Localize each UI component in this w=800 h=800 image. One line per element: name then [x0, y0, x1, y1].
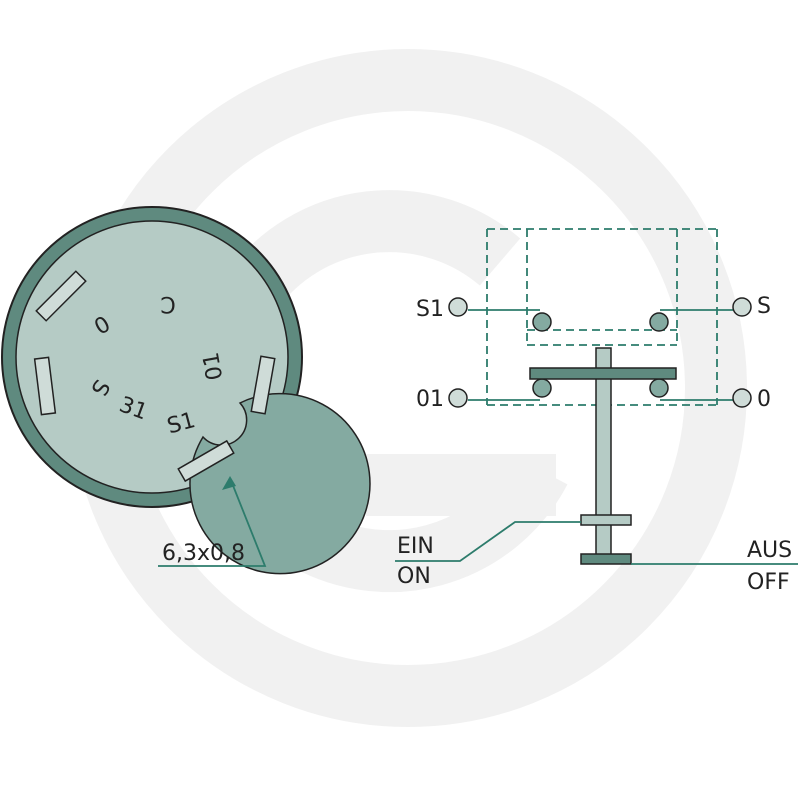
- terminal-label-01: 01: [199, 350, 228, 382]
- label-off: OFF: [747, 570, 790, 595]
- contact-upper-right: [649, 312, 669, 332]
- dimension-leader-line: [158, 477, 267, 567]
- ein-on-leader: [395, 521, 581, 562]
- switch-housing-outline: [486, 228, 718, 406]
- label-s1: S1: [416, 297, 444, 322]
- dimension-callout: 6,3x0,8: [158, 476, 267, 567]
- terminal-wires: [468, 309, 742, 401]
- dimension-arrow: [222, 476, 236, 490]
- contact-upper-left: [532, 312, 552, 332]
- dimension-label: 6,3x0,8: [162, 541, 245, 566]
- contact-lower-right: [649, 378, 669, 398]
- blade-terminal-left: [33, 356, 57, 416]
- label-aus: AUS: [747, 538, 792, 563]
- contact-bridge: [529, 367, 677, 380]
- connector-face: 0 C 01 S 31 S1: [1, 206, 371, 575]
- terminal-s1: [448, 297, 468, 317]
- contact-lower-left: [532, 378, 552, 398]
- terminal-01: [448, 388, 468, 408]
- terminal-s: [732, 297, 752, 317]
- label-0: 0: [757, 387, 771, 412]
- plunger-collar: [580, 514, 632, 526]
- terminal-label-c: C: [160, 291, 175, 316]
- terminal-0: [732, 388, 752, 408]
- switch-schematic: S1 01 S 0 EIN ON AUS OFF: [395, 228, 798, 595]
- label-ein: EIN: [397, 534, 434, 559]
- label-01: 01: [416, 387, 444, 412]
- plunger-base: [580, 553, 632, 565]
- blade-terminal-top-left: [35, 270, 87, 322]
- blade-terminal-bottom: [177, 439, 235, 483]
- blade-terminal-right: [250, 355, 276, 415]
- label-on: ON: [397, 564, 431, 589]
- connector-face-plate: [15, 220, 289, 494]
- label-s: S: [757, 294, 771, 319]
